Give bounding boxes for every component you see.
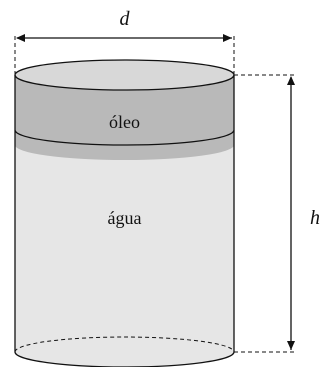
oil-layer <box>15 75 234 160</box>
oil-layer-label: óleo <box>109 112 140 132</box>
water-layer-label: água <box>108 208 142 228</box>
top-surface <box>14 59 235 91</box>
bottom-ellipse-back <box>14 336 235 353</box>
oil-water-interface <box>14 129 235 146</box>
bottom-ellipse-front <box>14 351 235 367</box>
height-label: h <box>310 207 320 229</box>
diameter-label: d <box>120 8 131 30</box>
water-layer <box>15 145 234 367</box>
